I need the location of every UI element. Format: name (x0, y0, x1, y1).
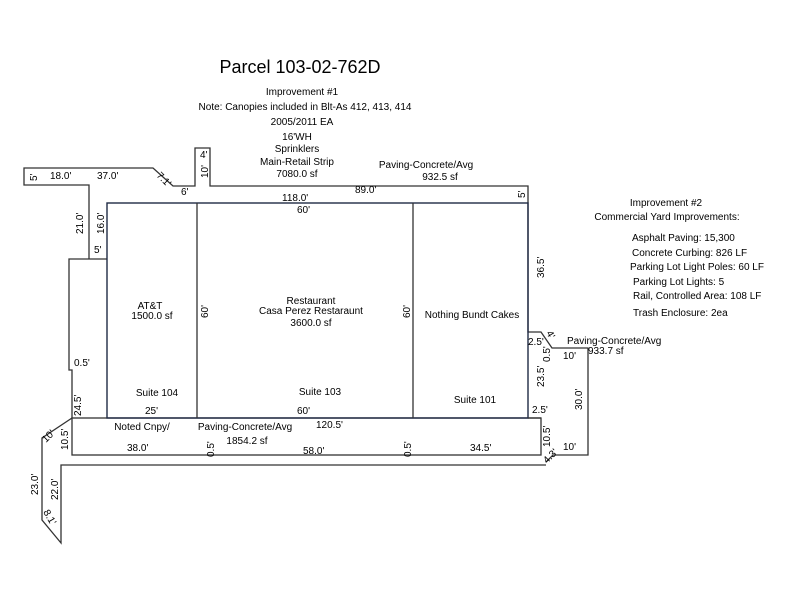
paving-bottom-label: Paving-Concrete/Avg (198, 422, 292, 433)
restaurant-suite: Suite 103 (299, 387, 342, 398)
dim-label: 10' (40, 428, 57, 445)
paving-bottom-area: 1854.2 sf (226, 436, 267, 447)
dim-label: 10' (563, 351, 576, 362)
dim-label: 10.5' (60, 429, 71, 450)
paving-right-area: 933.7 sf (588, 346, 624, 357)
dim-label: 60' (402, 305, 413, 318)
dim-label: 6' (181, 187, 189, 198)
dim-label: 5' (517, 190, 528, 198)
dim-label: 60' (297, 406, 310, 417)
bundt-suite: Suite 101 (454, 395, 497, 406)
improvement2-subtitle: Commercial Yard Improvements: (594, 212, 739, 223)
dim-label: 2.5' (532, 405, 548, 416)
dim-label: 60' (297, 205, 310, 216)
dimension-labels: 5' 18.0' 37.0' 7.1' 6' 4' 10' 89.0' 5' 1… (29, 150, 585, 527)
dim-label: 37.0' (97, 171, 118, 182)
att-name: AT&T (138, 301, 163, 312)
parcel-title: Parcel 103-02-762D (219, 57, 380, 77)
improvement2-item: Parking Lot Lights: 5 (633, 277, 725, 288)
improvement2-item: Concrete Curbing: 826 LF (632, 248, 747, 259)
paving-top-outline (23, 147, 529, 259)
improvement2-item: Rail, Controlled Area: 108 LF (633, 291, 761, 302)
dim-label: 10.5' (542, 426, 553, 447)
dim-label: 58.0' (303, 446, 324, 457)
improvement2-item: Asphalt Paving: 15,300 (632, 233, 735, 244)
paving-southwest-outline (41, 417, 546, 545)
dim-label: 60' (200, 305, 211, 318)
improvement1-heading: Improvement #1 (266, 87, 339, 98)
improvement1-height: 16'WH (282, 132, 312, 143)
paving-right-outline (527, 203, 589, 463)
dim-label: 89.0' (355, 185, 376, 196)
paving-top-label: Paving-Concrete/Avg (379, 160, 473, 171)
improvement1-area: 7080.0 sf (276, 169, 317, 180)
improvement1-note: Note: Canopies included in Blt-As 412, 4… (199, 102, 412, 113)
restaurant-tenant: Casa Perez Restaraunt (259, 306, 363, 317)
att-suite: Suite 104 (136, 388, 179, 399)
dim-label: 4.3' (541, 447, 560, 466)
bundt-name: Nothing Bundt Cakes (425, 310, 520, 321)
dim-label: 5' (94, 245, 102, 256)
dim-label: 23.5' (536, 366, 547, 387)
dim-label: 8.1' (40, 508, 57, 527)
dim-label: 7.1' (154, 170, 173, 189)
dim-label: 25' (145, 406, 158, 417)
att-area: 1500.0 sf (131, 311, 172, 322)
dim-label: 118.0' (282, 193, 308, 204)
improvement2-heading: Improvement #2 (630, 198, 703, 209)
dim-label: 0.5' (206, 441, 217, 457)
dim-label: 0.5' (542, 346, 553, 362)
dim-label: 120.5' (316, 420, 343, 431)
improvement1-use: Main-Retail Strip (260, 157, 334, 168)
improvement1-sprinklers: Sprinklers (275, 144, 319, 155)
dim-label: 34.5' (470, 443, 491, 454)
improvement2-item: Trash Enclosure: 2ea (633, 308, 728, 319)
building-outline (106, 202, 529, 419)
dim-label: 18.0' (50, 171, 71, 182)
dim-label: 21.0' (75, 213, 86, 234)
dim-label: 16.0' (96, 213, 107, 234)
paving-top-area: 932.5 sf (422, 172, 458, 183)
dim-label: 4' (200, 150, 208, 161)
noted-canopy: Noted Cnpy/ (114, 422, 170, 433)
dim-label: 36.5' (536, 257, 547, 278)
dim-label: 23.0' (30, 474, 41, 495)
dim-label: 0.5' (403, 441, 414, 457)
dim-label: 10' (563, 442, 576, 453)
improvement2-item: Parking Lot Light Poles: 60 LF (630, 262, 764, 273)
dim-label: 24.5' (73, 395, 84, 416)
paving-left-outline (68, 258, 107, 418)
improvement1-years: 2005/2011 EA (271, 117, 334, 128)
dim-label: 10' (200, 165, 211, 178)
restaurant-area: 3600.0 sf (290, 318, 331, 329)
dim-label: 30.0' (574, 389, 585, 410)
restaurant-name: Restaurant (287, 296, 336, 307)
paving-right-label: Paving-Concrete/Avg (567, 336, 661, 347)
dim-label: 5' (29, 173, 40, 181)
improvement2-items: Asphalt Paving: 15,300 Concrete Curbing:… (630, 233, 764, 319)
dim-label: 38.0' (127, 443, 148, 454)
dim-label: 22.0' (50, 479, 61, 500)
dim-label: 2.5' (528, 337, 544, 348)
dim-label: 0.5' (74, 358, 90, 369)
